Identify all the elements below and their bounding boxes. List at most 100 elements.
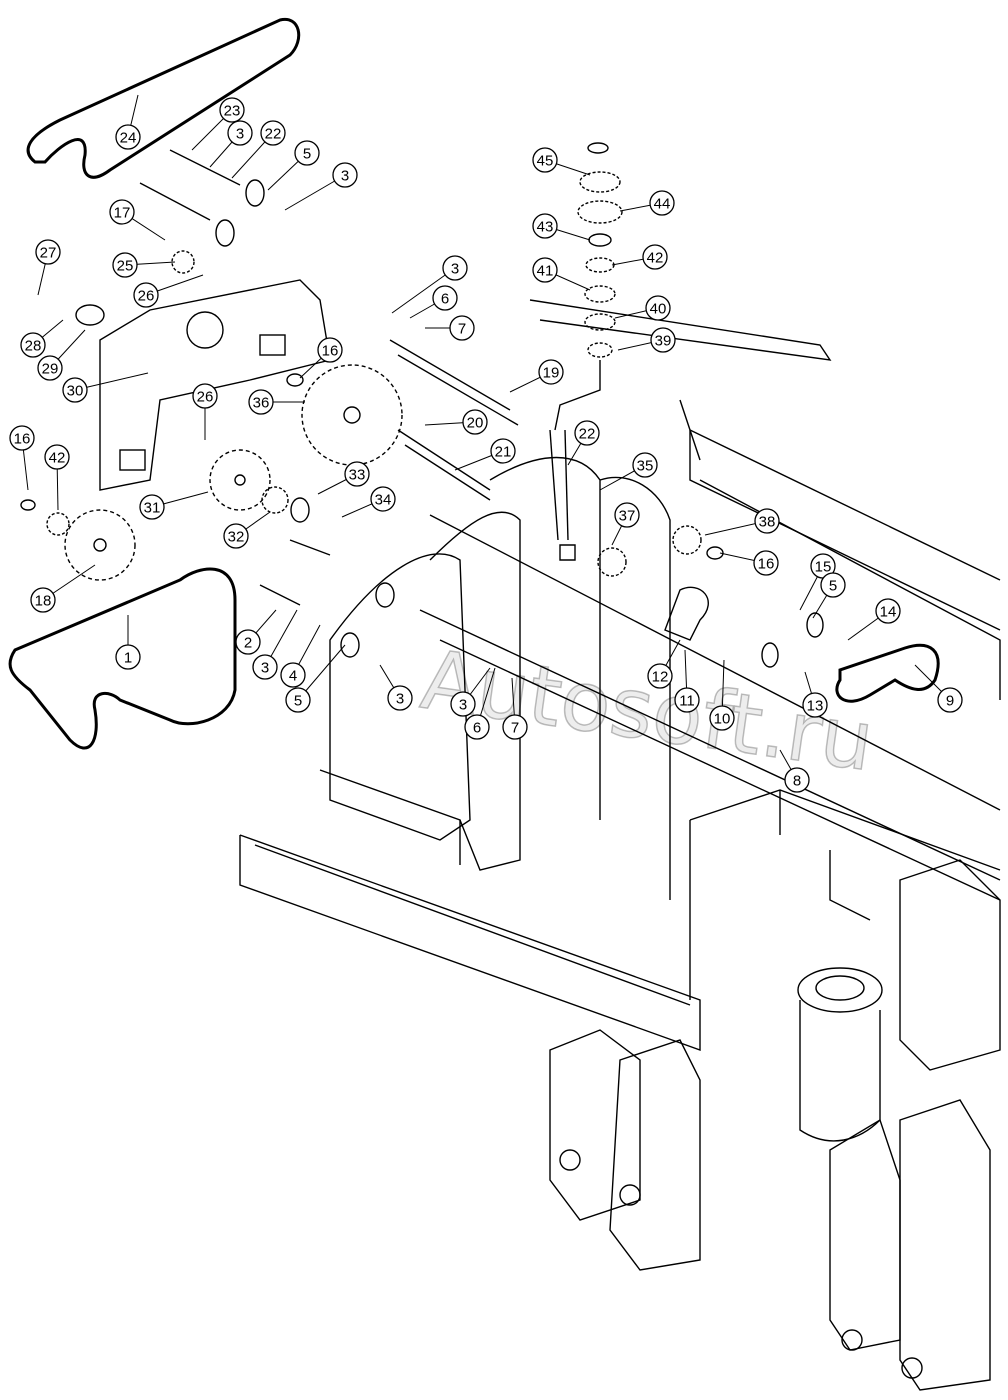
callout-43: 43 <box>532 213 591 241</box>
callout-balloon <box>632 452 658 478</box>
callout-balloon <box>574 420 600 446</box>
callout-41: 41 <box>532 257 591 291</box>
callout-balloon <box>20 332 46 358</box>
callout-balloon <box>30 587 56 613</box>
callout-number: 45 <box>537 153 554 170</box>
callout-number: 3 <box>341 168 349 185</box>
callout-balloon <box>344 461 370 487</box>
callout-number: 24 <box>120 130 137 147</box>
callout-balloon <box>538 359 564 385</box>
callout-number: 4 <box>289 668 297 685</box>
callout-number: 37 <box>619 508 636 525</box>
callout-number: 25 <box>117 258 134 275</box>
callout-22: 22 <box>231 120 286 179</box>
callout-balloon <box>133 282 159 308</box>
callout-number: 7 <box>458 321 466 338</box>
callout-number: 29 <box>42 361 59 378</box>
callout-37: 37 <box>611 502 640 546</box>
callout-balloon <box>294 140 320 166</box>
sprocket-42-left <box>46 512 70 536</box>
callout-number: 20 <box>467 415 484 432</box>
callout-balloon <box>44 444 70 470</box>
callout-number: 19 <box>543 365 560 382</box>
callout-25: 25 <box>112 252 176 278</box>
callout-number: 14 <box>880 604 897 621</box>
callout-11: 11 <box>674 649 700 713</box>
callout-balloon <box>802 692 828 718</box>
callout-balloon <box>37 355 63 381</box>
callout-38: 38 <box>704 508 780 536</box>
chains <box>8 17 940 750</box>
callout-8: 8 <box>779 749 810 793</box>
callout-balloon <box>614 502 640 528</box>
callout-balloon <box>532 147 558 173</box>
callout-42: 42 <box>44 444 70 511</box>
callout-3: 3 <box>284 162 358 211</box>
callout-34: 34 <box>341 486 396 518</box>
callout-balloon <box>219 97 245 123</box>
callout-balloon <box>674 687 700 713</box>
callout-28: 28 <box>20 319 64 358</box>
callout-number: 27 <box>40 245 57 262</box>
callout-balloon <box>370 486 396 512</box>
callout-number: 6 <box>473 720 481 737</box>
callout-27: 27 <box>35 239 61 296</box>
callout-number: 23 <box>224 103 241 120</box>
callout-35: 35 <box>599 452 658 491</box>
sprocket-37 <box>597 547 627 577</box>
callout-number: 36 <box>253 395 270 412</box>
callout-7: 7 <box>425 315 475 341</box>
callout-number: 42 <box>647 250 664 267</box>
callout-number: 3 <box>459 697 467 714</box>
callout-number: 22 <box>579 426 596 443</box>
callout-balloon <box>709 705 735 731</box>
callout-number: 42 <box>49 450 66 467</box>
callout-2: 2 <box>235 609 277 655</box>
callout-3: 3 <box>379 664 413 711</box>
callout-number: 31 <box>144 500 161 517</box>
callout-balloon <box>490 438 516 464</box>
callout-number: 3 <box>261 660 269 677</box>
callout-number: 22 <box>265 126 282 143</box>
callout-18: 18 <box>30 564 96 613</box>
callout-balloon <box>532 213 558 239</box>
callout-balloon <box>875 598 901 624</box>
callout-number: 6 <box>441 291 449 308</box>
callout-balloon <box>532 257 558 283</box>
callout-40: 40 <box>614 295 671 321</box>
callout-balloon <box>387 685 413 711</box>
callout-26: 26 <box>192 383 218 440</box>
callout-16: 16 <box>299 337 343 379</box>
chain-9 <box>835 643 940 703</box>
callout-number: 16 <box>14 431 31 448</box>
callout-number: 3 <box>451 261 459 278</box>
callout-balloon <box>280 662 306 688</box>
callout-balloon <box>115 644 141 670</box>
callout-balloon <box>227 120 253 146</box>
sprocket-31 <box>209 449 271 511</box>
callout-number: 43 <box>537 219 554 236</box>
callout-32: 32 <box>223 511 271 549</box>
callout-number: 16 <box>322 343 339 360</box>
callout-21: 21 <box>454 438 516 471</box>
sprocket-18 <box>64 509 136 581</box>
callout-balloon <box>235 629 261 655</box>
callout-5: 5 <box>812 572 846 619</box>
callout-number: 18 <box>35 593 52 610</box>
callout-number: 10 <box>714 711 731 728</box>
callout-20: 20 <box>424 409 488 435</box>
chain-24 <box>26 17 301 179</box>
sprocket-32 <box>261 486 289 514</box>
callout-balloon <box>754 508 780 534</box>
callout-number: 8 <box>793 773 801 790</box>
callout-number: 13 <box>807 698 824 715</box>
callout-number: 35 <box>637 458 654 475</box>
callout-balloon <box>192 383 218 409</box>
callout-number: 40 <box>650 301 667 318</box>
callout-number: 38 <box>759 514 776 531</box>
callout-39: 39 <box>617 327 676 353</box>
callout-13: 13 <box>802 671 828 718</box>
callout-number: 3 <box>396 691 404 708</box>
callout-19: 19 <box>509 359 564 393</box>
